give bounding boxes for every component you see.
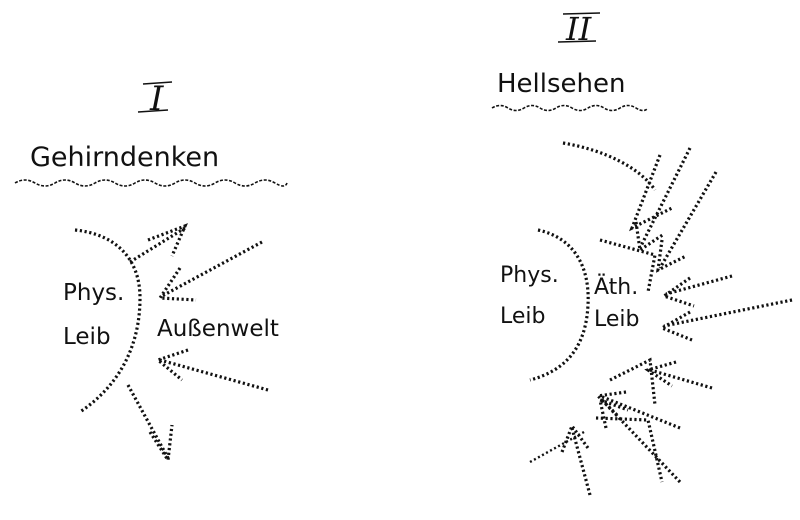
label-aeth: Äth. — [594, 274, 638, 300]
incoming-arrow-h-shaft — [570, 427, 592, 496]
numeral-one: I — [149, 79, 164, 119]
panel-gehirndenken: I Gehirndenken Phys. Leib Außenwelt — [14, 79, 288, 465]
numeral-two-serif-top — [562, 12, 601, 15]
incoming-arrow-e-head — [644, 360, 677, 388]
incoming-arrow-i-shaft — [529, 430, 585, 464]
title-gehirndenken: Gehirndenken — [30, 142, 219, 173]
numeral-one-serif-bottom — [137, 109, 169, 113]
incoming-arrow-1-shaft — [161, 240, 263, 298]
outgoing-arrow-upper-shaft — [129, 226, 186, 264]
label-leib-right: Leib — [500, 304, 545, 329]
incoming-arrow-d-head — [658, 310, 693, 342]
title-underline-wave — [14, 179, 288, 187]
incoming-arrow-g-shaft — [600, 398, 682, 484]
label-phys: Phys. — [63, 280, 124, 306]
numeral-one-serif-top — [142, 81, 173, 85]
incoming-arrow-b-head — [656, 239, 687, 273]
incoming-arrow-2-head — [154, 348, 189, 382]
label-aeth-leib: Leib — [594, 307, 639, 332]
label-phys-right: Phys. — [500, 263, 559, 288]
incoming-arrow-a-shaft — [638, 147, 692, 249]
label-leib: Leib — [63, 324, 111, 350]
outgoing-arrow-lower-shaft — [126, 384, 170, 459]
phys-leib-boundary-arc — [74, 228, 142, 414]
numeral-two-serif-bottom — [557, 40, 597, 43]
incoming-arrow-c-head — [660, 276, 695, 308]
phys-leib-boundary-arc-right — [529, 228, 590, 382]
incoming-arrow-d-shaft — [663, 298, 793, 328]
incoming-arrow-g-head — [597, 397, 629, 429]
title-underline-wave-right — [491, 104, 649, 112]
title-hellsehen: Hellsehen — [497, 69, 626, 99]
outgoing-arrow-lower-head — [148, 424, 174, 465]
panel-hellsehen: II Hellsehen Phys. Leib Äth. Leib — [491, 10, 793, 496]
outgoing-arrow-upper-head — [147, 223, 188, 257]
incoming-arrow-e-shaft — [649, 368, 713, 390]
aeth-leib-spiky-boundary — [562, 141, 673, 483]
incoming-arrow-1-head — [157, 267, 197, 302]
incoming-arrow-2-shaft — [159, 358, 269, 392]
label-aussenwelt: Außenwelt — [157, 316, 279, 342]
incoming-arrow-b-shaft — [658, 171, 718, 269]
incoming-arrow-c-shaft — [665, 274, 733, 296]
